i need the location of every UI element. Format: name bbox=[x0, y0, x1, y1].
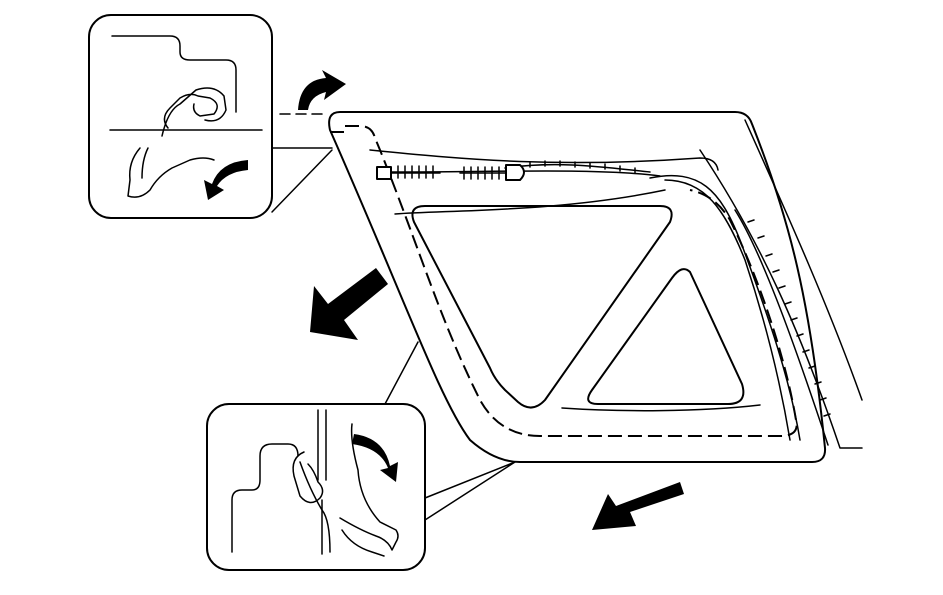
window-opening-large bbox=[411, 205, 673, 409]
zipper-pull-icon bbox=[505, 164, 525, 181]
zipper-stop-icon bbox=[376, 166, 392, 180]
peel-arrow-top bbox=[279, 70, 346, 115]
body-edge-lines bbox=[699, 119, 863, 449]
window-opening-small bbox=[587, 268, 745, 405]
bottom-detail-inset bbox=[206, 341, 516, 571]
top-detail-inset bbox=[88, 14, 333, 219]
removal-arrow-large bbox=[310, 268, 388, 340]
quarter-window-panel bbox=[328, 111, 827, 463]
peel-arrow-inset-top bbox=[204, 160, 248, 200]
peel-arrow-inset-bottom bbox=[352, 434, 398, 482]
zipper bbox=[376, 160, 661, 181]
removal-arrow-bottom bbox=[592, 482, 684, 530]
